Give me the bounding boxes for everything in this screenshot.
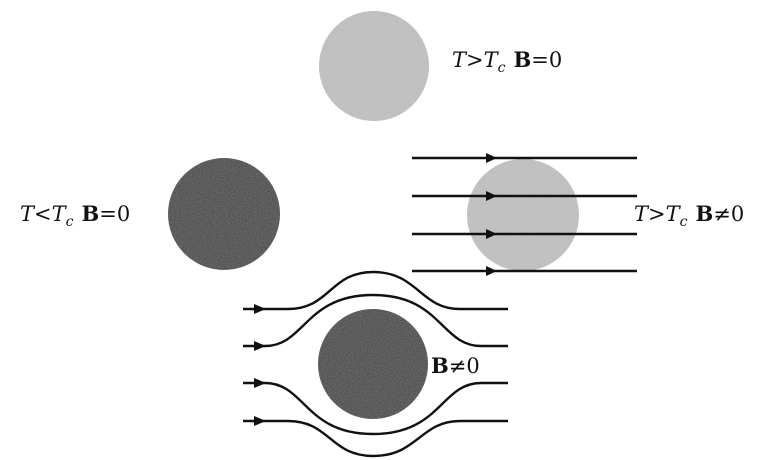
normal-sphere-no-field xyxy=(319,11,429,121)
superconducting-sphere-no-field xyxy=(168,158,280,270)
uniform-field-lines xyxy=(412,156,637,273)
superconducting-sphere-field-expelled xyxy=(318,309,428,419)
expelled-field-lines xyxy=(243,270,508,458)
expelled-field-arrowheads xyxy=(254,304,266,426)
label-bottom-field-expelled: B≠0 xyxy=(431,353,480,378)
uniform-field-arrowheads xyxy=(486,153,497,276)
normal-sphere-in-field xyxy=(467,159,579,271)
